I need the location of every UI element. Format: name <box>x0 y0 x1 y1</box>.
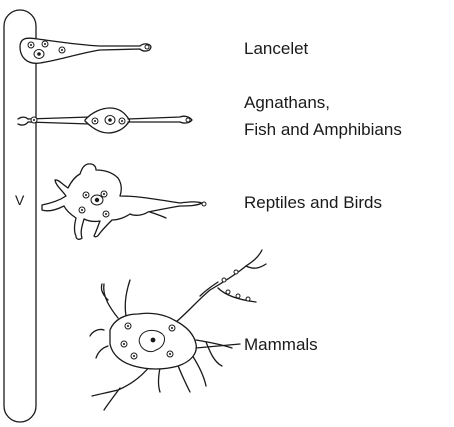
label-agnathans-line2: Fish and Amphibians <box>244 120 402 139</box>
reptile-bird-cell <box>41 163 207 240</box>
ventricle-label: V <box>15 192 25 208</box>
label-mammals: Mammals <box>244 335 318 354</box>
label-reptiles-birds: Reptiles and Birds <box>244 193 382 212</box>
label-agnathans-line1: Agnathans, <box>244 93 330 112</box>
reptile-bird-soma <box>41 163 203 240</box>
fish-amphibian-cell <box>17 107 193 134</box>
lancelet-cell <box>19 37 152 64</box>
lancelet-cell-body <box>19 37 152 64</box>
label-lancelet: Lancelet <box>244 39 309 58</box>
mammal-cell <box>89 249 267 411</box>
apical-tuft <box>17 116 29 120</box>
ventricle-column <box>3 9 37 423</box>
mammal-dendrite <box>100 283 119 319</box>
